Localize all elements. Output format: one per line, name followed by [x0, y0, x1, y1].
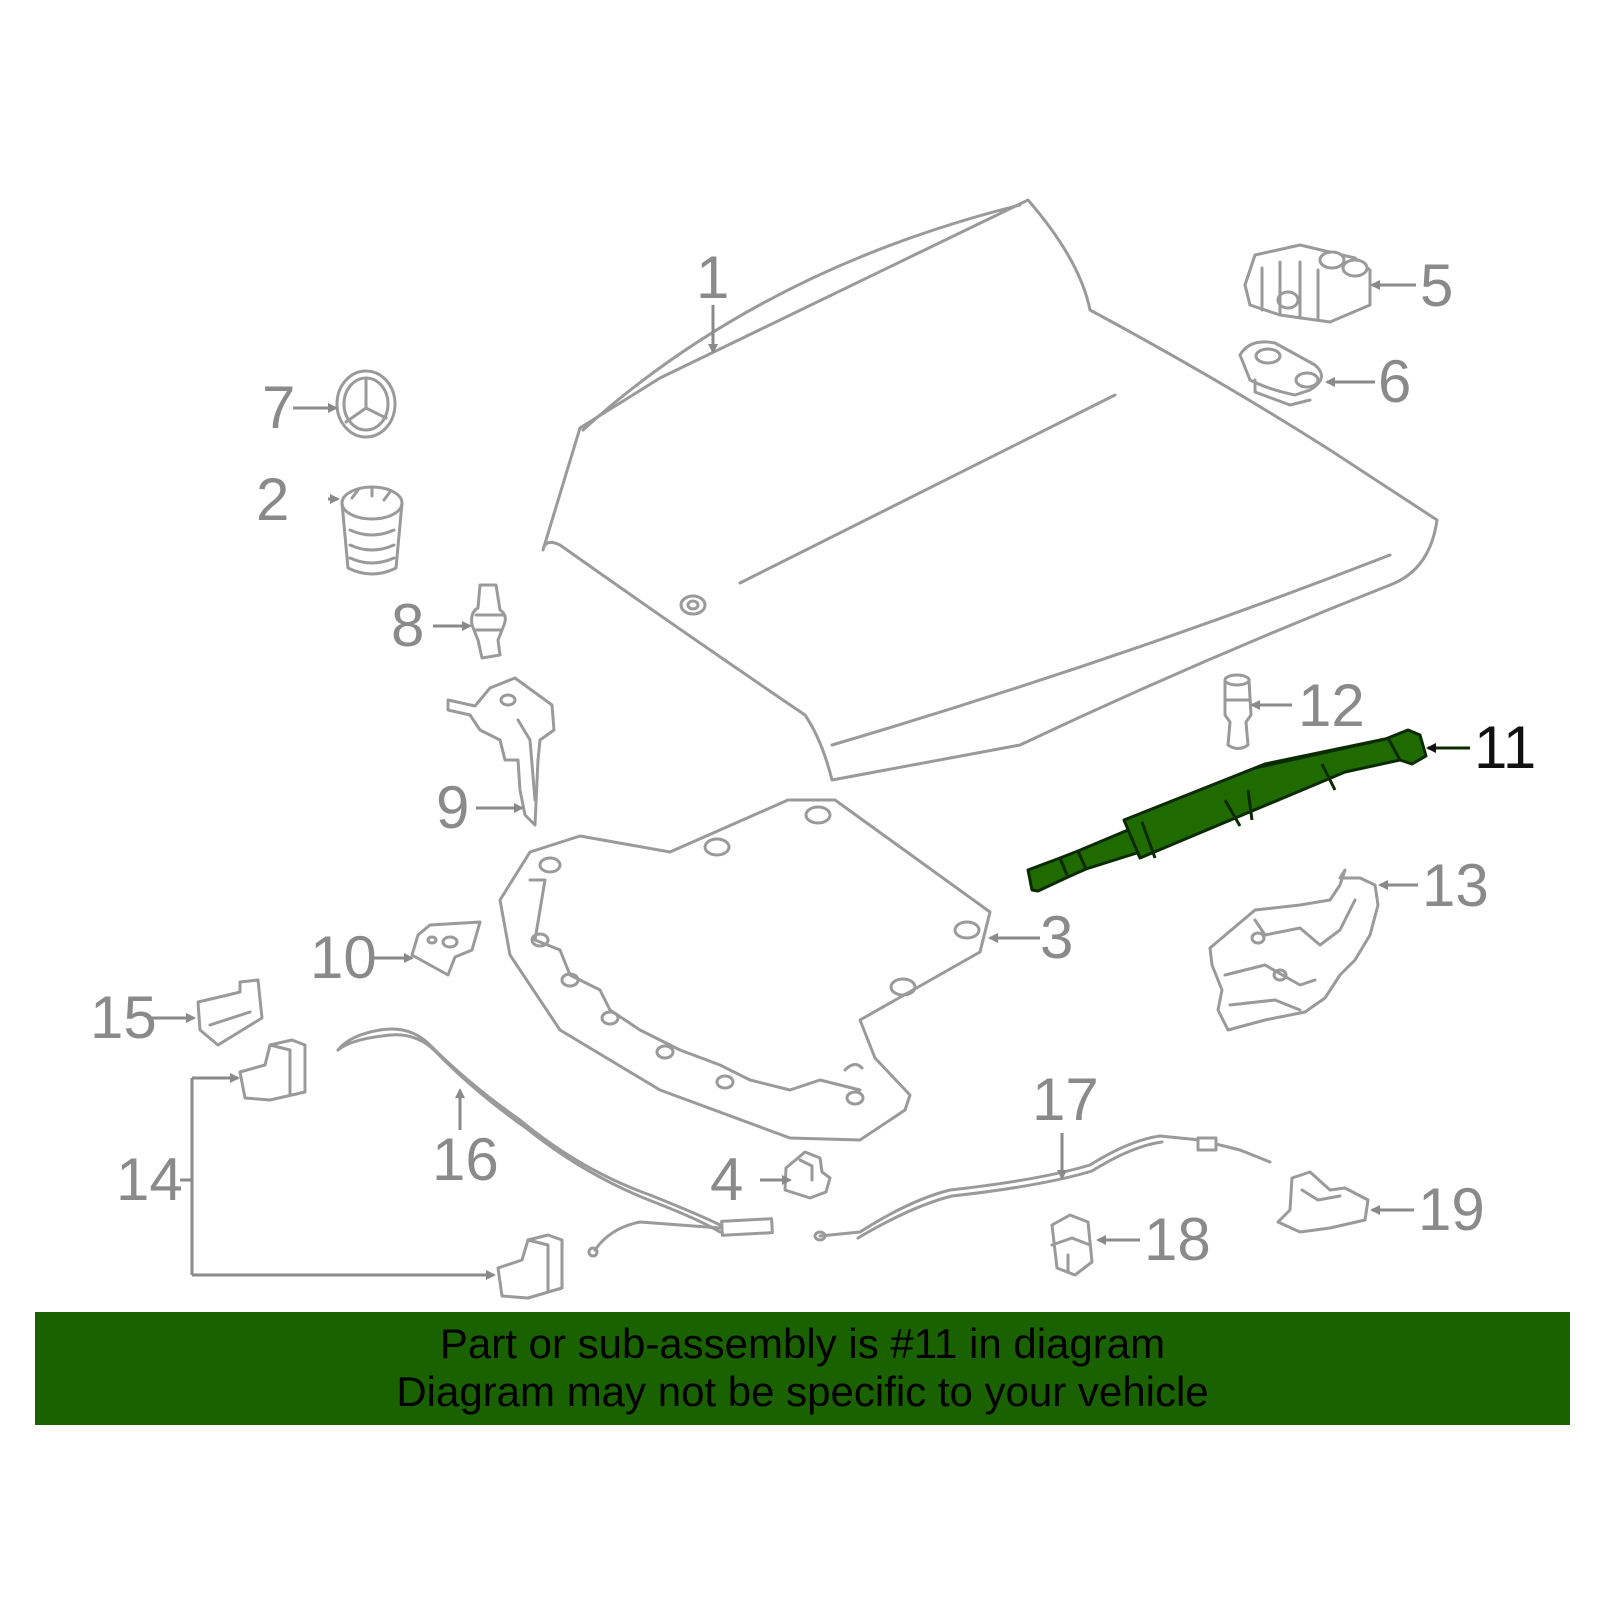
rubber-bumper-part	[1050, 1213, 1094, 1277]
callout-9: 9	[436, 774, 469, 841]
callout-18: 18	[1144, 1206, 1211, 1273]
callout-2: 2	[256, 466, 289, 533]
banner-line-2: Diagram may not be specific to your vehi…	[396, 1368, 1209, 1415]
callout-7: 7	[262, 374, 295, 441]
hood-hinge-part	[1208, 868, 1380, 1032]
callout-12: 12	[1298, 672, 1365, 739]
callout-17: 17	[1032, 1066, 1099, 1133]
lock-pad-part	[1238, 340, 1323, 407]
latch-block-part	[238, 1038, 564, 1300]
gas-strut-part	[1026, 728, 1428, 893]
clip-part	[196, 978, 264, 1047]
hood-lock-part	[1243, 243, 1372, 324]
callout-4: 4	[710, 1146, 743, 1213]
callout-10: 10	[310, 924, 377, 991]
release-cable-part	[336, 1027, 774, 1258]
mounting-pad-part	[410, 920, 482, 977]
emblem-holder-part	[340, 485, 404, 576]
secondary-cable-part	[813, 1134, 1272, 1242]
callout-8: 8	[391, 592, 424, 659]
callout-13: 13	[1422, 852, 1489, 919]
callout-3: 3	[1040, 904, 1073, 971]
part-14-bracket-line	[180, 1078, 194, 1275]
hood-insulator-part	[498, 798, 992, 1142]
callout-11: 11	[1474, 714, 1536, 781]
callout-6: 6	[1378, 348, 1411, 415]
buffer-part	[470, 583, 507, 660]
callout-5: 5	[1420, 252, 1453, 319]
emblem-part	[335, 369, 397, 439]
cable-clip-part	[783, 1150, 832, 1200]
callout-19: 19	[1418, 1176, 1485, 1243]
callout-14: 14	[116, 1146, 183, 1213]
bracket-part	[446, 676, 556, 827]
callout-leaders	[152, 280, 1470, 1245]
callout-15: 15	[90, 984, 157, 1051]
info-banner: Part or sub-assembly is #11 in diagram D…	[35, 1312, 1570, 1425]
hood-part	[541, 198, 1439, 782]
banner-line-1: Part or sub-assembly is #11 in diagram	[439, 1320, 1166, 1367]
callout-16: 16	[432, 1126, 499, 1193]
ball-stud-part	[1223, 673, 1253, 750]
callout-1: 1	[696, 244, 729, 311]
striker-part	[1276, 1170, 1370, 1234]
